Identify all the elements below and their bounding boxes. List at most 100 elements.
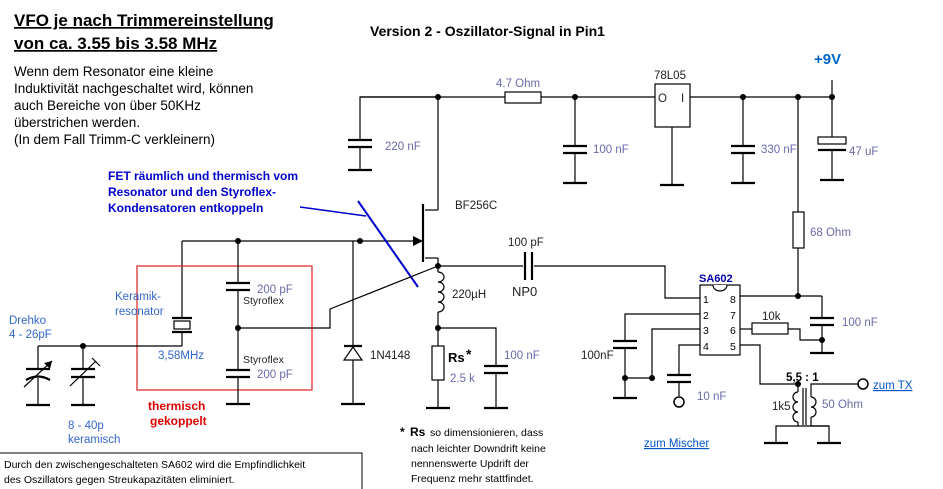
version-subtitle: Version 2 - Oszillator-Signal in Pin1 [370,23,605,39]
label-220uh: 220µH [452,289,486,301]
rs-note-marker: * [400,425,405,439]
rs-note-bold: Rs [410,425,426,439]
label-rs-star: * [466,346,472,362]
pin4-output [667,344,700,408]
label-3-58mhz: 3,58MHz [158,350,204,362]
label-100pf: 100 pF [508,237,544,249]
label-100nf-pin8: 100 nF [842,317,878,329]
label-47uf: 47 uF [849,146,878,158]
label-resonator-2: resonator [115,306,164,318]
label-100nf-a: 100 nF [593,144,629,156]
supply-rail [360,80,835,104]
capacitor-330nf [731,97,755,185]
label-drehko-2: 4 - 26pF [9,329,52,341]
intro-line-2: Induktivität nachgeschaltet wird, können [14,81,253,96]
label-330nf: 330 nF [761,144,797,156]
ic-sa602 [699,284,741,356]
label-1k5: 1k5 [772,401,791,413]
link-zum-tx[interactable]: zum TX [873,380,913,392]
pin-3: 3 [703,325,709,337]
pin-2: 2 [703,310,709,322]
label-resonator-1: Keramik- [115,291,161,303]
reg-pin-out: I [681,93,684,105]
label-100nf-source: 100 nF [504,350,540,362]
label-np0: NP0 [512,284,537,299]
gate-bus [181,238,363,316]
pin-5: 5 [730,341,736,353]
bottom-note-line-2: des Oszillators gegen Streukapazitäten e… [4,474,235,486]
resistor-4-7-ohm [504,91,542,104]
capacitor-styroflex-bottom [226,328,250,406]
label-styroflex-top: Styroflex [243,295,285,307]
intro-line-4: überstrichen werden. [14,115,140,130]
pins-2-3-network [613,313,700,400]
label-4-7-ohm: 4.7 Ohm [496,78,540,90]
capacitor-styroflex-top [226,241,250,328]
pin-1: 1 [703,294,709,306]
thermal-coupling-box [136,265,313,391]
label-68-ohm: 68 Ohm [810,227,851,239]
label-10k: 10k [762,311,781,323]
fet-note-line-2: Resonator und den Styroflex- [108,185,276,199]
variable-capacitor-drehko [23,346,53,407]
label-plus-9v: +9V [814,51,841,68]
intro-line-1: Wenn dem Resonator eine kleine [14,64,213,79]
capacitor-100pf-np0 [438,252,700,299]
label-200pf-top: 200 pF [257,284,293,296]
pin-8: 8 [730,294,736,306]
pin-7: 7 [730,310,736,322]
rs-note-line-4: Frequenz mehr stattfindet. [411,473,534,485]
reg-pin-in: O [658,93,667,105]
rs-note-line-1: so dimensionieren, dass [430,427,543,439]
bottom-note-line-1: Durch den zwischengeschalteten SA602 wir… [4,459,305,471]
capacitor-47uf [817,97,847,182]
label-1n4148: 1N4148 [370,350,410,362]
pin8-decoupling [740,295,834,355]
label-rs: Rs [448,350,465,365]
intro-line-5: (In dem Fall Trimm-C verkleinern) [14,132,215,147]
label-trimmer-2: keramisch [68,434,120,446]
transformer-5-5-1 [740,344,869,445]
label-10nf: 10 nF [697,391,726,403]
pin-4: 4 [703,341,709,353]
diode-1n4148 [341,241,365,406]
capacitor-100nf-source [438,327,508,410]
feedback-wire [238,265,439,329]
rs-note-line-3: nennenswerte Updrift der [411,458,529,470]
ceramic-resonator [172,316,192,346]
label-drehko-1: Drehko [9,315,46,327]
resistor-10k [740,322,822,341]
label-trimmer-1: 8 - 40p [68,420,104,432]
resistor-rs [426,328,450,410]
label-ratio: 5,5 : 1 [786,372,819,384]
capacitor-220nf [348,96,438,172]
bottom-note-box [0,452,363,489]
label-50-ohm: 50 Ohm [822,399,863,411]
inductor-220uh [435,266,445,331]
thermal-note-line-2: gekoppelt [150,414,207,428]
label-bf256c: BF256C [455,200,497,212]
link-zum-mischer[interactable]: zum Mischer [644,438,709,450]
label-2-5k: 2.5 k [450,373,475,385]
intro-line-3: auch Bereiche von über 50KHz [14,98,201,113]
label-78l05: 78L05 [654,70,686,82]
pin-6: 6 [730,325,736,337]
fet-note-pointer [299,206,367,217]
resistor-68-ohm [792,97,805,299]
title-line-1: VFO je nach Trimmereinstellung [14,11,274,30]
trimmer-capacitor [69,346,101,407]
fet-note-line-1: FET räumlich und thermisch vom [108,169,298,183]
rs-note-line-2: nach leichter Downdrift keine [411,443,546,455]
tuning-bus [38,343,182,349]
regulator-78l05 [654,83,691,187]
label-sa602: SA602 [699,273,733,285]
decoupling-mark [357,200,419,288]
label-100nf-pin2: 100nF [581,350,614,362]
capacitor-100nf-a [563,97,587,185]
label-200pf-bottom: 200 pF [257,369,293,381]
label-styroflex-bottom: Styroflex [243,354,285,366]
label-220nf: 220 nF [385,141,421,153]
fet-note-line-3: Kondensatoren entkoppeln [108,201,263,215]
thermal-note-line-1: thermisch [148,399,205,413]
